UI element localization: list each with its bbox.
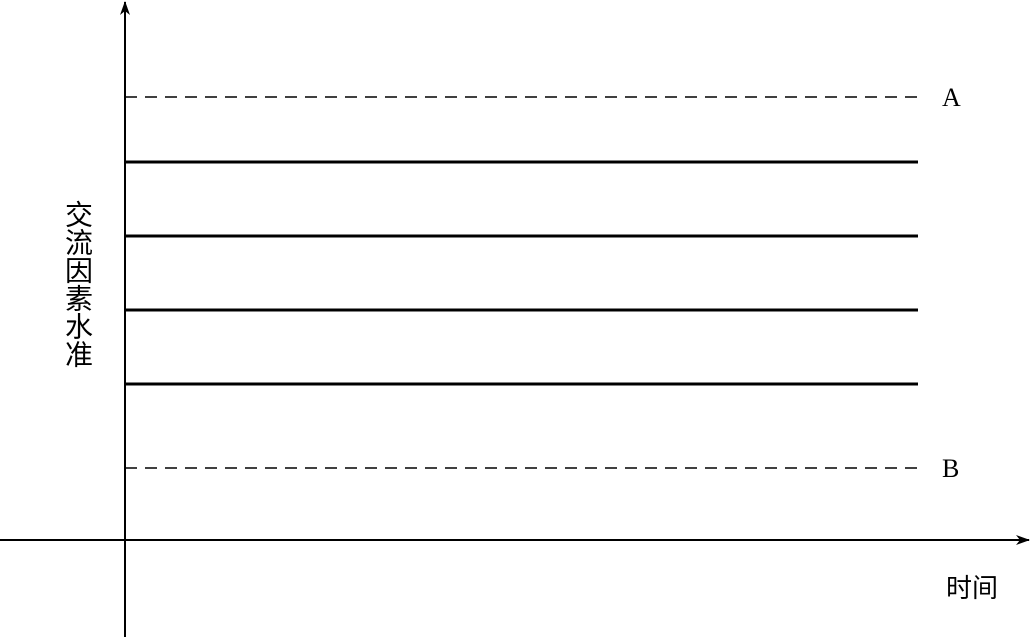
- upper-limit-label: A: [942, 83, 961, 112]
- x-axis-label: 时间: [946, 574, 999, 604]
- lower-limit-label: B: [942, 454, 960, 483]
- y-axis-label: 交流因素水准: [61, 200, 94, 368]
